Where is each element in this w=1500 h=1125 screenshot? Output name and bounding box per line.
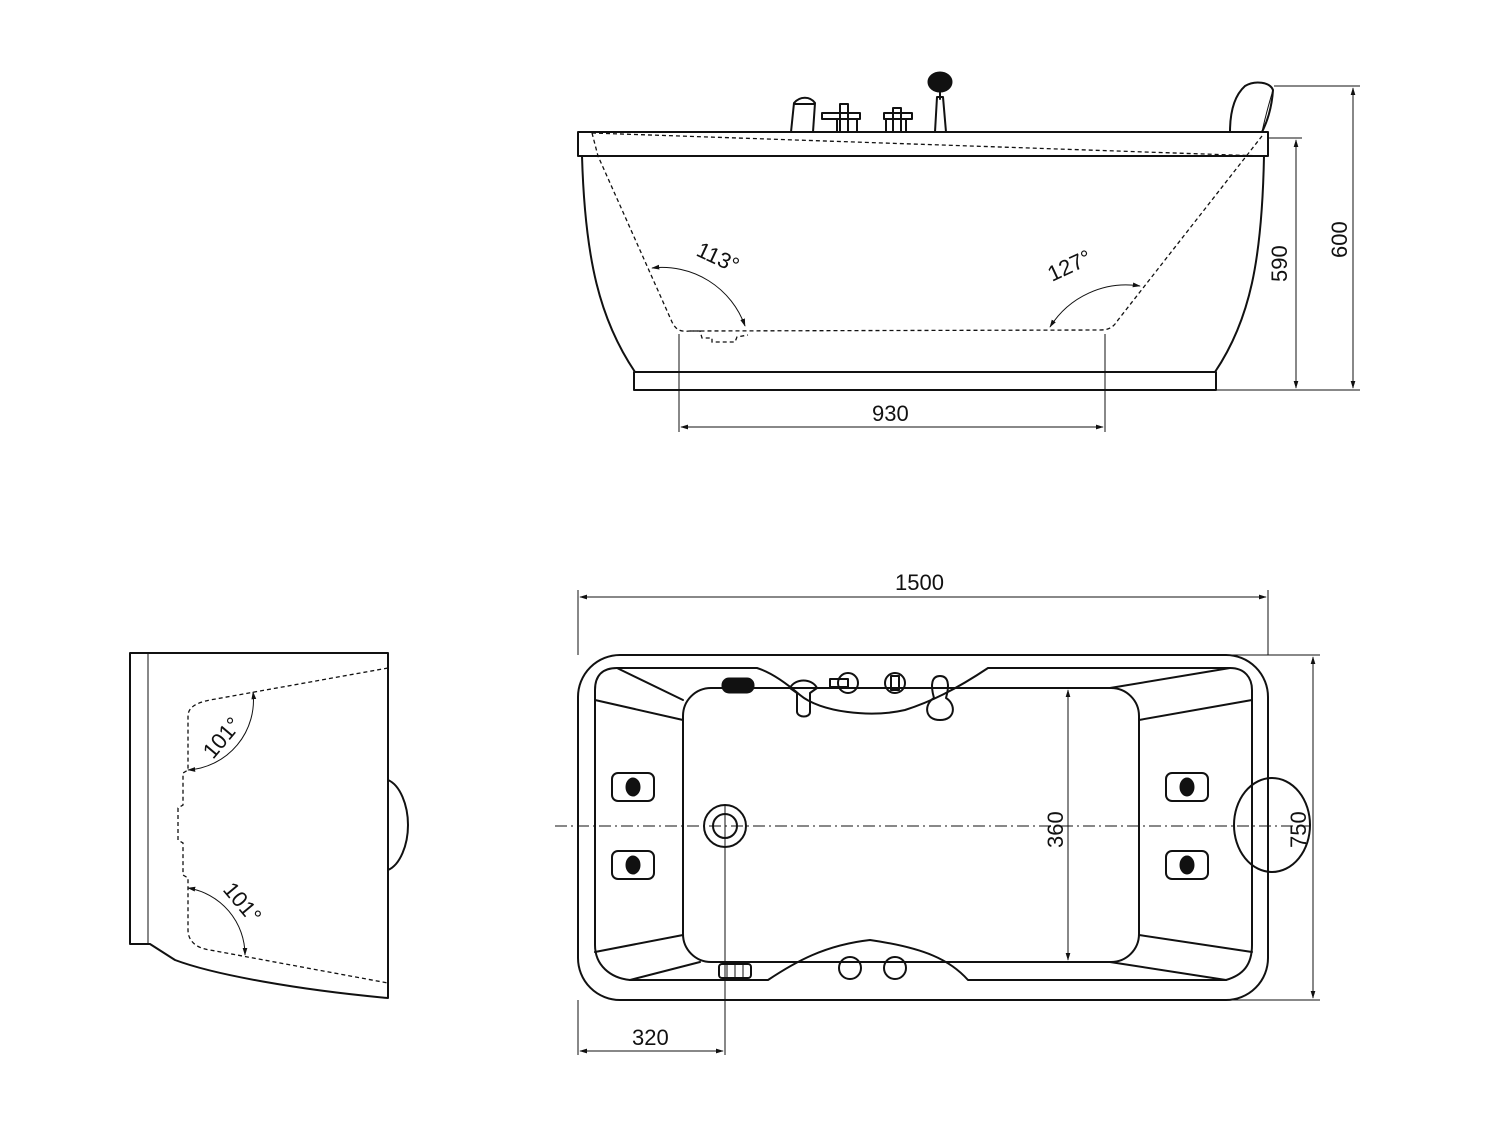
- top-floor: [682, 687, 1140, 963]
- top-hand-shower: [926, 675, 954, 721]
- faucet-spout: [790, 96, 816, 133]
- valve-handle-2: [883, 107, 913, 133]
- control-button-2: [883, 956, 907, 980]
- angle-arc-101-upper: [187, 691, 257, 772]
- end-view-outline: [129, 652, 389, 999]
- control-button-1: [838, 956, 862, 980]
- angle-arc-127: [1049, 282, 1141, 328]
- angle-arc-101-lower: [187, 886, 248, 956]
- dim-360-label: 360: [1043, 811, 1068, 848]
- dim-750-label: 750: [1286, 811, 1311, 848]
- side-rim: [577, 131, 1269, 157]
- angle-101-upper-label: 101°: [198, 712, 246, 763]
- top-faucet-spout: [789, 679, 818, 718]
- top-valve-2: [884, 672, 906, 694]
- side-rim-inner: [591, 132, 1263, 157]
- jet-bottom-left: [611, 850, 655, 880]
- end-view-inner-profile: [177, 667, 389, 984]
- side-body-right: [1214, 155, 1265, 373]
- side-seat-steps: [690, 330, 749, 343]
- angle-101-lower-label: 101°: [218, 877, 266, 928]
- facet-br-a: [1138, 934, 1253, 953]
- end-view: 101° 101°: [129, 652, 409, 999]
- jet-bottom-right: [1165, 850, 1209, 880]
- hand-shower: [927, 71, 953, 133]
- pop-up-switch: [721, 677, 755, 694]
- top-outer-rim: [577, 654, 1269, 1001]
- facet-bl-b: [629, 961, 701, 981]
- facet-tr-a: [1138, 699, 1253, 721]
- valve-handle-1: [821, 103, 861, 133]
- top-view: 1500 750 360 320: [555, 570, 1320, 1055]
- facet-br-b: [1109, 961, 1227, 981]
- facet-bl-a: [594, 934, 684, 953]
- top-inner-basin: [594, 667, 1253, 981]
- angle-113-label: 113°: [693, 237, 743, 278]
- facet-tr-b: [1109, 667, 1231, 689]
- side-base: [633, 371, 1217, 391]
- top-valve-1: [829, 672, 859, 694]
- end-view-headrest: [387, 779, 409, 871]
- side-headrest-edge: [1261, 89, 1274, 133]
- dim-1500-label: 1500: [895, 570, 944, 595]
- dim-600-label: 600: [1327, 221, 1352, 258]
- angle-arc-113: [651, 264, 746, 327]
- facet-tl-b: [616, 667, 684, 701]
- jet-top-right: [1165, 772, 1209, 802]
- side-body-left: [581, 155, 636, 373]
- side-view: 113° 127° 930 590 600: [577, 71, 1360, 432]
- dim-320-label: 320: [632, 1025, 669, 1050]
- side-headrest: [1229, 81, 1274, 133]
- top-headrest: [1233, 777, 1311, 873]
- facet-tl-a: [594, 699, 684, 721]
- jet-top-left: [611, 772, 655, 802]
- dim-590-label: 590: [1267, 245, 1292, 282]
- overflow-control: [718, 963, 752, 979]
- angle-127-label: 127°: [1044, 245, 1096, 287]
- side-inner-profile: [591, 132, 1263, 332]
- dim-930-label: 930: [872, 401, 909, 426]
